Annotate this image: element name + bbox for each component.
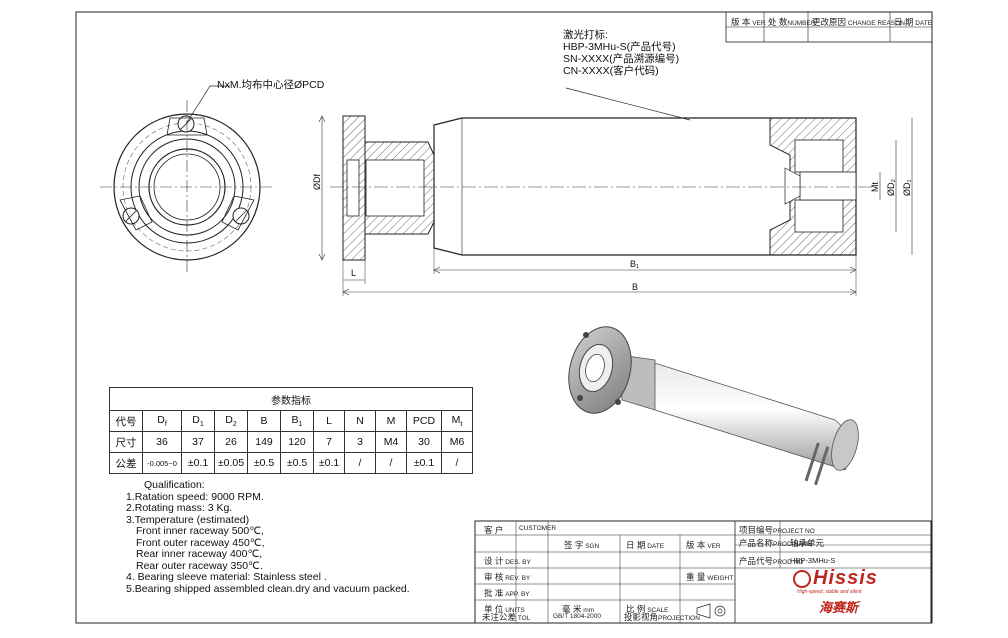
- tb-unit-value: 毫 米 mm: [562, 604, 595, 614]
- rev-date-label: 日 期 DATE: [894, 17, 933, 27]
- params-header-cell: N: [344, 410, 376, 432]
- dim-b1: B₁: [630, 259, 640, 269]
- params-header-cell: PCD: [406, 410, 442, 432]
- section-view: [318, 87, 913, 296]
- params-header-cell: D1: [181, 410, 215, 432]
- qualification-line: 4. Bearing sleeve material: Stainless st…: [126, 571, 327, 583]
- end-view: [100, 85, 275, 275]
- params-header-row: 代号 Df D1 D2 B B1 L N M PCD Mt: [109, 410, 473, 432]
- table-cell: 3: [344, 431, 376, 453]
- table-cell: 26: [214, 431, 248, 453]
- params-header-cell: B1: [280, 410, 314, 432]
- title-block: [474, 520, 932, 624]
- logo-icon: [793, 569, 811, 588]
- tb-prod-no-value: HBP-3MHu-S: [790, 556, 836, 565]
- table-cell: ±0.1: [313, 452, 345, 474]
- rev-ver-label: 版 本 VER: [731, 17, 766, 27]
- qualification-line: Rear inner raceway 400℃,: [136, 548, 263, 560]
- tb-weight: 重 量 WEIGHT: [686, 572, 734, 582]
- tb-unit: 单 位 UNITS: [484, 604, 525, 614]
- params-table: 参数指标 代号 Df D1 D2 B B1 L N M PCD Mt 尺寸 36…: [109, 387, 473, 474]
- table-cell: 尺寸: [109, 431, 143, 453]
- tb-scale: 比 例 SCALE: [626, 604, 669, 614]
- qualification-line: 1.Ratation speed: 9000 RPM.: [126, 490, 264, 503]
- table-cell: ±0.05: [214, 452, 248, 474]
- table-cell: 149: [247, 431, 281, 453]
- table-cell: ±0.5: [280, 452, 314, 474]
- tb-sign: 签 字 SGN: [564, 540, 600, 550]
- logo-chinese: 海赛斯: [819, 600, 859, 615]
- table-cell: 公差: [109, 452, 143, 474]
- rev-reason-label: 更改原因 CHANGE REASON: [812, 17, 905, 27]
- revision-header: [725, 11, 933, 43]
- params-header-cell: B: [247, 410, 281, 432]
- table-cell: /: [344, 452, 376, 474]
- nxm-callout: NxM.均布中心径ØPCD: [217, 79, 325, 91]
- params-header-cell: Mt: [441, 410, 473, 432]
- params-header-cell: M: [375, 410, 407, 432]
- tb-date: 日 期 DATE: [626, 540, 665, 550]
- tb-ver: 版 本 VER: [686, 540, 721, 550]
- tb-customer-en: CUSTOMER: [519, 525, 557, 532]
- tb-approve: 批 准 APP. BY: [484, 588, 530, 598]
- logo-slogan: High-speed, stable and silent: [797, 589, 862, 595]
- tb-tol: 未注公差 TOL: [482, 612, 531, 622]
- table-cell: 37: [181, 431, 215, 453]
- qualification-line: 3.Temperature (estimated): [126, 513, 250, 526]
- tb-tol-value: GB/T 1804-2000: [553, 613, 601, 620]
- table-cell: 36: [142, 431, 182, 453]
- tb-projection: 投影视角PROJECTION: [624, 612, 700, 622]
- tb-customer: 客 户: [484, 525, 504, 535]
- tb-design: 设 计 DES. BY: [484, 556, 531, 566]
- laser-mark-callout: 激光打标: HBP-3MHu-S(产品代号) SN-XXXX(产品溯源编号) C…: [563, 29, 680, 77]
- params-header-cell: D2: [214, 410, 248, 432]
- table-cell: /: [441, 452, 473, 474]
- tb-review: 审 核 REV. BY: [484, 572, 531, 582]
- tb-prod-name: 产品名称PROD NAME: [739, 538, 813, 548]
- tb-project-no: 项目编号PROJECT NO: [739, 525, 815, 535]
- qualification-line: 5.Bearing shipped assembled clean.dry an…: [126, 582, 410, 595]
- qualification-line: 2.Rotating mass: 3 Kg.: [126, 502, 233, 514]
- table-cell: /: [375, 452, 407, 474]
- dim-mt: Mt: [870, 182, 880, 192]
- params-header-cell: L: [313, 410, 345, 432]
- table-cell: 120: [280, 431, 314, 453]
- qualification-line: Front outer raceway 450℃,: [136, 536, 265, 549]
- table-cell: 7: [313, 431, 345, 453]
- params-title: 参数指标: [109, 387, 473, 411]
- table-cell: ±0.5: [247, 452, 281, 474]
- dim-d2: ØD₂: [886, 179, 896, 196]
- params-size-row: 尺寸 36 37 26 149 120 7 3 M4 30 M6: [109, 431, 473, 453]
- params-header-cell: 代号: [109, 410, 143, 432]
- dim-b: B: [632, 282, 639, 292]
- params-tolerance-row: 公差 -0.005~0 ±0.1 ±0.05 ±0.5 ±0.5 ±0.1 / …: [109, 452, 473, 474]
- table-cell: M4: [375, 431, 407, 453]
- table-cell: M6: [441, 431, 473, 453]
- dim-l: L: [351, 268, 357, 278]
- hissis-logo: Hissis: [793, 567, 878, 590]
- qualification-title: Qualification:: [144, 479, 205, 491]
- rev-number-label: 处 数NUMBER: [768, 17, 816, 27]
- dim-d1: ØD₁: [902, 179, 912, 196]
- params-header-cell: Df: [142, 410, 182, 432]
- qualification-line: Rear outer raceway 350℃.: [136, 559, 263, 572]
- tb-prod-no: 产品代号PROD NO: [739, 556, 804, 566]
- qualification-line: Front inner raceway 500℃,: [136, 525, 264, 537]
- table-cell: ±0.1: [181, 452, 215, 474]
- table-cell: -0.005~0: [142, 452, 182, 474]
- dim-df: ØDf: [312, 173, 322, 190]
- qualification-notes: Qualification: 1.Ratation speed: 9000 RP…: [126, 479, 410, 595]
- tb-prod-name-value: 轴承单元: [790, 538, 825, 548]
- product-render: [568, 326, 859, 486]
- table-cell: ±0.1: [406, 452, 442, 474]
- table-cell: 30: [406, 431, 442, 453]
